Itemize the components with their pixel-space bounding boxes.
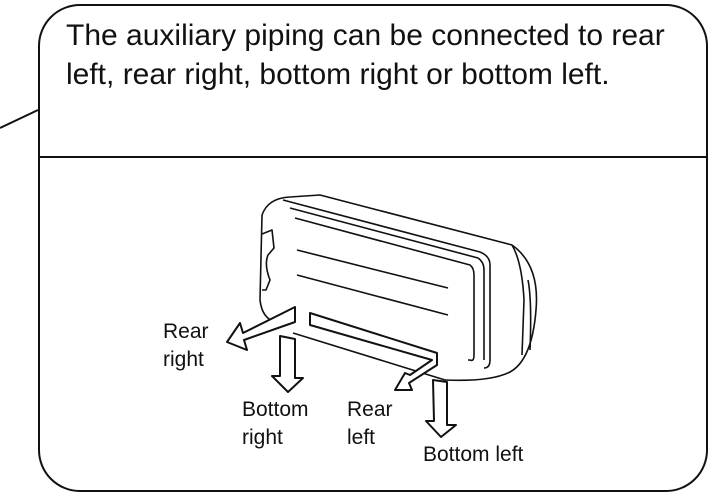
label-line: left <box>347 426 376 449</box>
label-bottom-left: Bottom left <box>423 443 524 466</box>
bottom-right-arrow <box>271 335 304 393</box>
indoor-unit-body <box>259 194 538 382</box>
bottom-left-arrow <box>425 379 457 438</box>
label-line: right <box>163 348 204 371</box>
leader-line <box>0 109 39 129</box>
callout-frame <box>38 4 708 492</box>
label-line: Bottom <box>242 398 309 421</box>
label-rear-right: Rear right <box>163 318 209 374</box>
label-line: Rear <box>163 320 209 343</box>
label-line: right <box>242 426 283 449</box>
callout-divider <box>38 156 708 158</box>
label-bottom-right: Bottom right <box>242 396 309 452</box>
rear-left-arrow <box>309 312 438 391</box>
label-rear-left: Rear left <box>347 396 393 452</box>
caption-text: The auxiliary piping can be connected to… <box>66 19 665 91</box>
label-line: Rear <box>347 398 393 421</box>
rear-right-arrow <box>226 306 296 351</box>
